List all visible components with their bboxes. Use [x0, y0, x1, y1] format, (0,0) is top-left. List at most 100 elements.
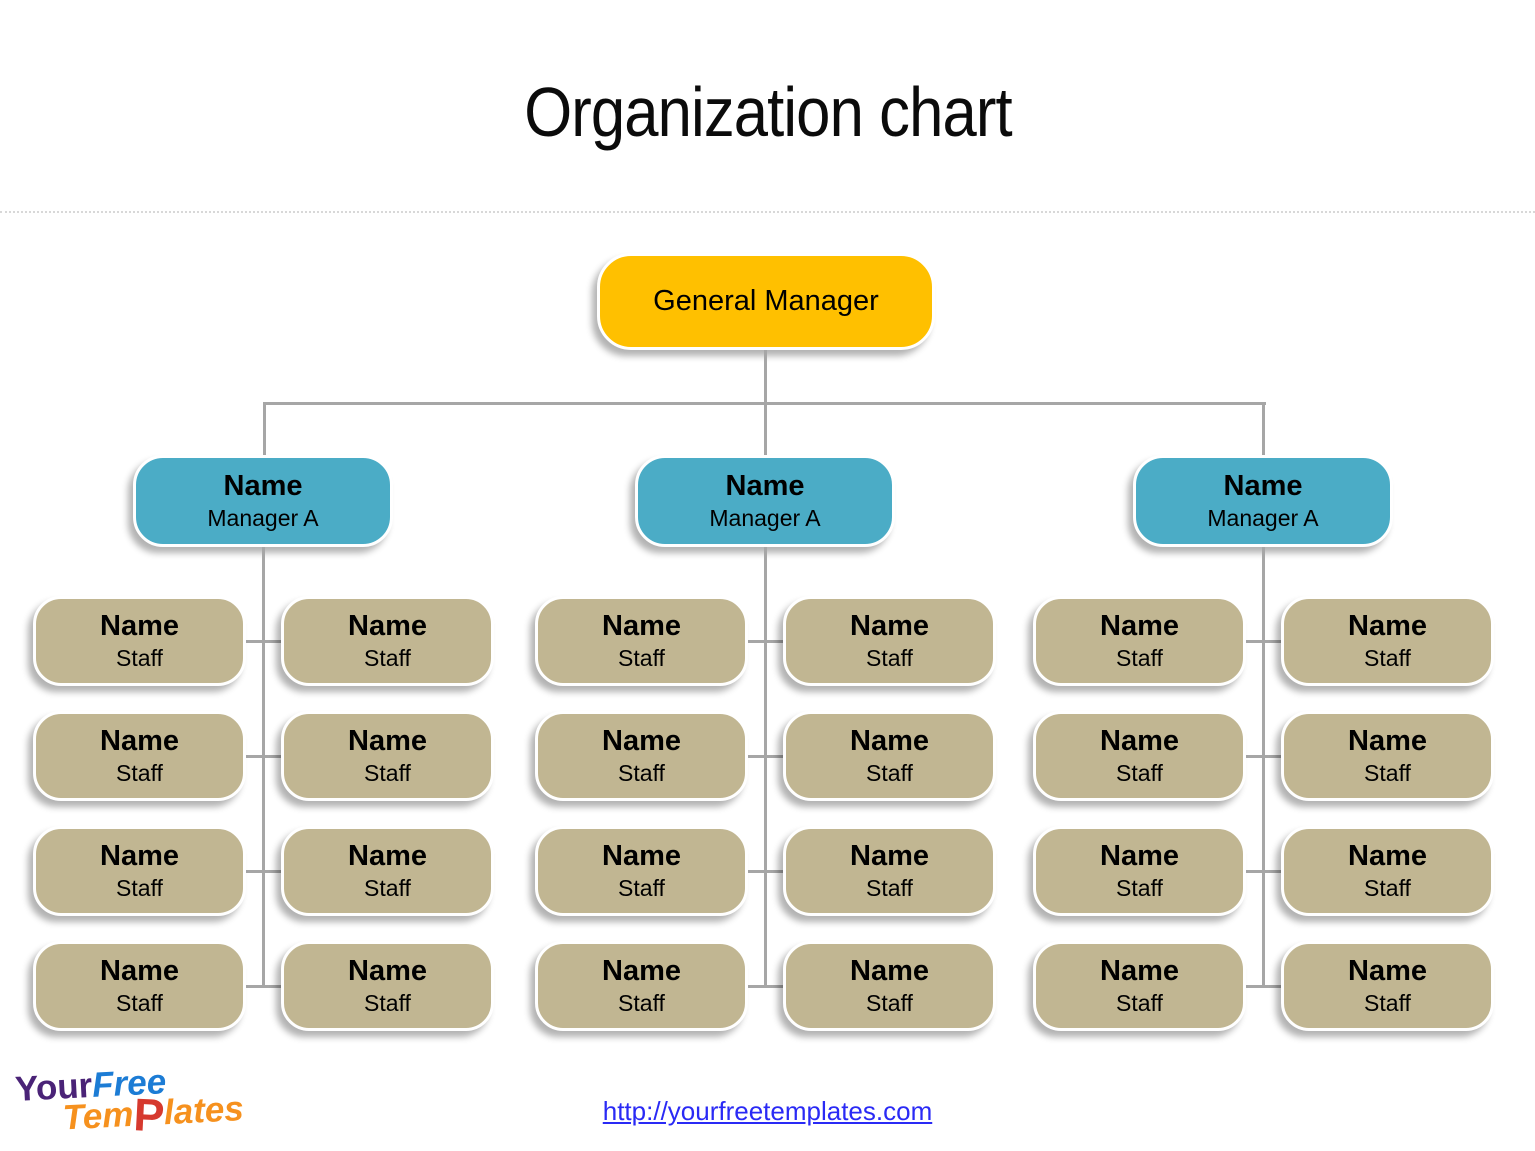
staff-role: Staff [1116, 875, 1163, 902]
manager-name: Name [1223, 470, 1303, 503]
staff-role: Staff [866, 990, 913, 1017]
connector-row-stub [243, 640, 284, 643]
manager-box: Name Manager A [133, 455, 393, 547]
staff-name: Name [1100, 840, 1179, 873]
manager-role: Manager A [207, 505, 319, 532]
connector-row-stub [745, 640, 786, 643]
staff-name: Name [850, 725, 929, 758]
staff-name: Name [348, 610, 427, 643]
staff-box: Name Staff [281, 826, 494, 916]
connector-drop-manager-2 [764, 402, 767, 455]
staff-role: Staff [364, 760, 411, 787]
staff-role: Staff [866, 645, 913, 672]
connector-row-stub [1243, 870, 1284, 873]
staff-box: Name Staff [33, 711, 246, 801]
staff-role: Staff [1116, 990, 1163, 1017]
staff-box: Name Staff [1281, 826, 1494, 916]
connector-group-vertical [764, 547, 767, 987]
staff-box: Name Staff [33, 826, 246, 916]
staff-box: Name Staff [281, 711, 494, 801]
staff-role: Staff [866, 875, 913, 902]
staff-box: Name Staff [281, 596, 494, 686]
connector-row-stub [1243, 985, 1284, 988]
staff-name: Name [1348, 955, 1427, 988]
staff-role: Staff [364, 875, 411, 902]
manager-box: Name Manager A [635, 455, 895, 547]
connector-group-vertical [262, 547, 265, 987]
staff-box: Name Staff [535, 711, 748, 801]
staff-role: Staff [1116, 645, 1163, 672]
staff-role: Staff [364, 990, 411, 1017]
connector-drop-manager-3 [1262, 402, 1265, 455]
manager-role: Manager A [709, 505, 821, 532]
staff-role: Staff [1364, 760, 1411, 787]
staff-name: Name [602, 840, 681, 873]
staff-box: Name Staff [535, 826, 748, 916]
staff-name: Name [602, 610, 681, 643]
staff-name: Name [1100, 610, 1179, 643]
connector-row-stub [745, 985, 786, 988]
title-divider-line [0, 211, 1535, 213]
staff-role: Staff [618, 990, 665, 1017]
staff-role: Staff [1364, 645, 1411, 672]
staff-role: Staff [116, 645, 163, 672]
page-title: Organization chart [523, 73, 1012, 151]
staff-box: Name Staff [1033, 711, 1246, 801]
staff-name: Name [602, 955, 681, 988]
staff-role: Staff [116, 875, 163, 902]
connector-row-stub [745, 755, 786, 758]
staff-box: Name Staff [535, 941, 748, 1031]
connector-drop-manager-1 [263, 402, 266, 455]
staff-box: Name Staff [281, 941, 494, 1031]
staff-name: Name [100, 840, 179, 873]
connector-row-stub [243, 870, 284, 873]
org-group-2: Name Manager A Name Staff Name Staff Nam… [535, 455, 996, 1035]
connector-row-stub [243, 985, 284, 988]
staff-name: Name [1348, 725, 1427, 758]
org-group-1: Name Manager A Name Staff Name Staff Nam… [33, 455, 494, 1035]
staff-box: Name Staff [1281, 711, 1494, 801]
connector-row-stub [243, 755, 284, 758]
staff-name: Name [850, 955, 929, 988]
connector-row-stub [745, 870, 786, 873]
staff-box: Name Staff [783, 826, 996, 916]
staff-name: Name [348, 955, 427, 988]
connector-group-vertical [1262, 547, 1265, 987]
staff-box: Name Staff [1281, 596, 1494, 686]
staff-name: Name [348, 840, 427, 873]
footer-link[interactable]: http://yourfreetemplates.com [602, 1096, 933, 1126]
staff-name: Name [1348, 610, 1427, 643]
staff-name: Name [850, 840, 929, 873]
staff-box: Name Staff [783, 941, 996, 1031]
staff-box: Name Staff [783, 596, 996, 686]
staff-box: Name Staff [1033, 941, 1246, 1031]
staff-name: Name [100, 725, 179, 758]
staff-role: Staff [116, 760, 163, 787]
staff-box: Name Staff [33, 596, 246, 686]
staff-role: Staff [1364, 875, 1411, 902]
general-manager-label: General Manager [653, 285, 879, 317]
staff-box: Name Staff [1033, 596, 1246, 686]
staff-role: Staff [1364, 990, 1411, 1017]
footer: http://yourfreetemplates.com [0, 1096, 1535, 1127]
staff-box: Name Staff [1281, 941, 1494, 1031]
staff-role: Staff [1116, 760, 1163, 787]
staff-name: Name [348, 725, 427, 758]
manager-name: Name [725, 470, 805, 503]
staff-name: Name [1100, 725, 1179, 758]
staff-name: Name [1100, 955, 1179, 988]
staff-role: Staff [618, 875, 665, 902]
staff-box: Name Staff [535, 596, 748, 686]
org-group-3: Name Manager A Name Staff Name Staff Nam… [1033, 455, 1494, 1035]
staff-box: Name Staff [33, 941, 246, 1031]
staff-role: Staff [618, 760, 665, 787]
org-box-general-manager: General Manager [597, 253, 935, 350]
staff-name: Name [1348, 840, 1427, 873]
staff-role: Staff [866, 760, 913, 787]
staff-box: Name Staff [1033, 826, 1246, 916]
connector-row-stub [1243, 755, 1284, 758]
staff-box: Name Staff [783, 711, 996, 801]
staff-name: Name [602, 725, 681, 758]
manager-role: Manager A [1207, 505, 1319, 532]
